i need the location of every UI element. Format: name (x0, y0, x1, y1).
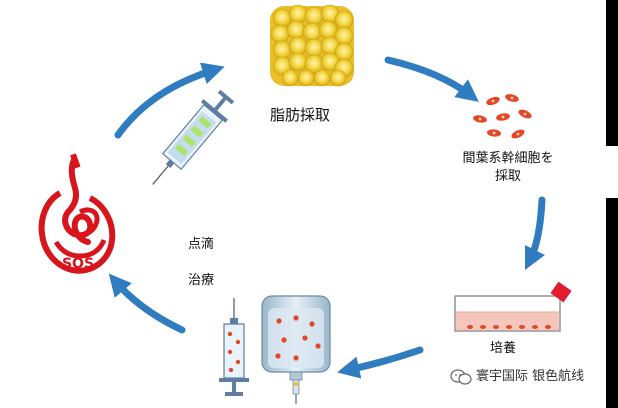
watermark-text: 寰宇国际 银色航线 (476, 369, 585, 384)
iv-bag-icon (261, 295, 331, 404)
watermark: 寰宇国际 银色航线 (450, 366, 584, 388)
right-edge-bar-bottom (606, 198, 618, 408)
step-drip-label: 点滴 (188, 237, 215, 252)
step-culture-label: 培養 (490, 341, 517, 356)
syringe-icon (152, 89, 235, 185)
logo-text: SOS (62, 256, 94, 272)
arrow-top-left (114, 62, 225, 139)
wechat-icon (450, 369, 472, 385)
fat-tissue-icon (270, 4, 354, 87)
right-edge-bar-top (606, 0, 618, 146)
arrow-bottom-left (108, 273, 186, 334)
step-msc-harvest-line1: 間葉系幹細胞を (462, 151, 554, 166)
arrow-top-right (384, 56, 479, 102)
watermark-icon-spacer (450, 369, 472, 385)
stem-cells-icon (473, 94, 532, 139)
culture-flask-icon (454, 281, 572, 332)
step-msc-harvest-label: 間葉系幹細胞を 採取 (448, 150, 568, 186)
syringe-cells-icon (219, 298, 249, 396)
arrow-right (524, 196, 546, 271)
sos-logo: SOS (38, 153, 116, 274)
arrow-bottom-right (337, 346, 424, 379)
step-fat-harvest-label: 脂肪採取 (270, 106, 331, 124)
step-msc-harvest-line2: 採取 (494, 169, 521, 184)
step-treatment-label: 治療 (188, 273, 215, 288)
